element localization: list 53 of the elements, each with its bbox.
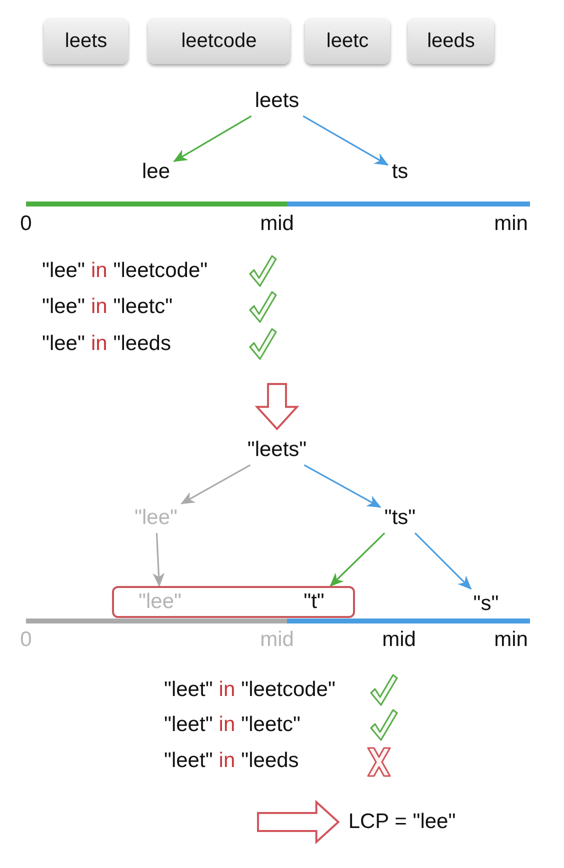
arrow	[180, 464, 251, 504]
keyword-label: in	[90, 259, 108, 284]
hollow-arrow	[257, 800, 340, 844]
node-label: "lee"	[132, 504, 180, 532]
node-label: ts	[390, 158, 410, 186]
word-tile	[408, 18, 494, 64]
text-label: "leetcode"	[241, 678, 336, 702]
text-label: min	[494, 212, 528, 236]
text-label: "lee"	[42, 295, 85, 320]
node-label: "lee"	[122, 588, 198, 616]
text-label: mid	[260, 628, 294, 652]
word-text: leetcode	[181, 30, 257, 52]
text-label: mid	[382, 628, 416, 652]
node-label: LCP = "lee"	[346, 808, 458, 836]
highlight-frame	[112, 586, 355, 618]
word-tile	[148, 18, 290, 64]
text-label: "leeds	[241, 749, 299, 774]
text-label: "leet"	[164, 678, 213, 702]
keyword-label: in	[218, 713, 236, 738]
node-label: "t"	[294, 588, 334, 616]
text-label: "leeds	[113, 332, 171, 356]
node-label: "leets"	[245, 436, 309, 464]
arrow	[173, 115, 252, 162]
word-text: leets	[64, 30, 108, 52]
text-label: "lee"	[42, 259, 85, 284]
node-label: lee	[140, 158, 172, 186]
text-label: "leetcode"	[113, 259, 208, 284]
text-label: mid	[260, 212, 294, 236]
arrow	[330, 532, 386, 587]
arrow	[302, 115, 389, 166]
text-label: min	[494, 628, 528, 652]
text-label: "leet"	[164, 713, 213, 738]
hollow-arrow	[254, 383, 300, 430]
keyword-label: in	[90, 295, 108, 320]
text-label: 0	[20, 212, 32, 236]
arrow	[152, 533, 165, 587]
node-label: "s"	[471, 590, 501, 618]
text-label: "lee"	[42, 332, 85, 356]
node-label: leets	[252, 88, 302, 114]
keyword-label: in	[218, 749, 236, 774]
keyword-label: in	[90, 332, 108, 356]
arrow	[304, 464, 382, 508]
keyword-label: in	[218, 678, 236, 702]
word-text: leetc	[326, 30, 369, 52]
word-tile	[305, 18, 390, 64]
node-label: "ts"	[382, 504, 418, 532]
arrow	[414, 532, 472, 590]
word-text: leeds	[427, 30, 475, 52]
text-label: "leetc"	[241, 713, 300, 738]
text-label: "leetc"	[113, 295, 173, 320]
word-tile	[44, 18, 128, 64]
text-label: "leet"	[164, 749, 213, 774]
text-label: 0	[20, 628, 32, 652]
